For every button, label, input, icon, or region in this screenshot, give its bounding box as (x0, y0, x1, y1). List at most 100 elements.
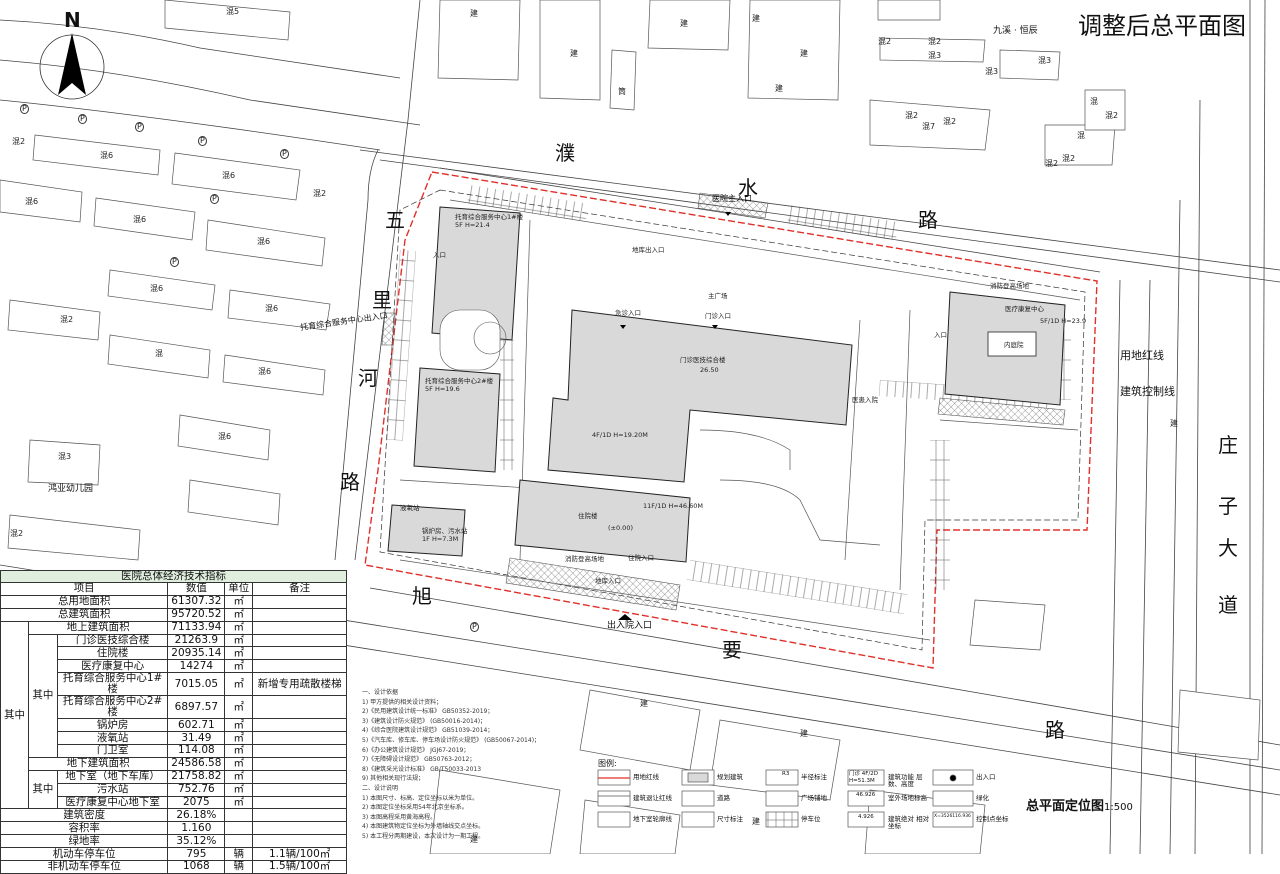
cell-unit: ㎡ (224, 756, 254, 771)
cell-value: 7015.05 (167, 672, 226, 697)
cell-item: 医疗康复中心地下室 (56, 795, 169, 810)
cell-note (252, 782, 347, 797)
building-info: 11F/1D H=46.60M (643, 502, 703, 510)
cell-item: 门诊医技综合楼 (56, 633, 169, 648)
road-edge (0, 19, 401, 79)
site-plan-drawing (0, 0, 1280, 854)
neighbor-label: 混2 (928, 37, 942, 46)
cell-unit: ㎡ (224, 769, 254, 784)
header-note: 备注 (252, 582, 347, 596)
road-name-char: 五 (385, 208, 405, 232)
legend-sample: 46.926 (856, 792, 876, 798)
outpatient-entrance-label: 门诊入口 (705, 312, 731, 320)
neighbor-label: 混3 (1038, 56, 1052, 65)
cell-item: 地上建筑面积 (27, 620, 169, 635)
parking-icon: P (170, 257, 179, 267)
cell-note (252, 756, 347, 771)
road-name-char: 路 (340, 470, 360, 494)
neighbor-label: 建 (752, 817, 760, 826)
road-edge (1169, 199, 1181, 854)
design-note-line: 7)《无障碍设计规范》 GB50763-2012； (362, 756, 476, 764)
cell-value: 71133.94 (167, 620, 226, 635)
entrance-arrow-icon (618, 614, 632, 620)
legend-item-label: 规划建筑 (717, 773, 743, 781)
fire-lane-label: 消防登高场地 (990, 282, 1029, 290)
road-name-char: 庄 (1218, 433, 1238, 457)
legend-item-label: 出入口 (976, 773, 996, 781)
table-header-row: 项目 数值 单位 备注 (0, 582, 347, 596)
cell-item: 锅炉房 (56, 718, 169, 733)
building-childcare-2 (413, 367, 501, 473)
neighbor-label: 混2 (1105, 111, 1119, 120)
neighbor-label: 混3 (58, 452, 72, 461)
cell-item: 容积率 (0, 821, 169, 836)
neighbor-label: 混2 (313, 189, 327, 198)
road-name-char: 道 (1218, 593, 1238, 617)
neighbor-label: 混2 (10, 529, 24, 538)
group-label-outer: 其中 (0, 620, 29, 810)
table-caption: 医院总体经济技术指标 (0, 570, 347, 583)
legend-title: 图例: (598, 759, 617, 768)
cell-value: 31.49 (167, 731, 226, 746)
group-label-inner: 其中 (27, 633, 58, 758)
cell-item: 污水站 (56, 782, 169, 797)
building-label: 托育综合服务中心1#楼 (455, 213, 524, 221)
legend-item-label: 停车位 (801, 815, 821, 823)
road-edge (1261, 0, 1266, 854)
neighbor-label: 建 (800, 729, 808, 738)
neighbor-label: 混 (1090, 97, 1098, 106)
neighbor-label: 建 (1170, 419, 1178, 428)
neighbor-label: 混6 (257, 237, 271, 246)
legend-item-label: 绿化 (976, 794, 989, 802)
cell-unit (224, 834, 254, 849)
entrance-arrow-icon (620, 325, 626, 329)
cell-note: 新增专用疏散楼梯 (252, 672, 347, 697)
hospital-exit-label: 出入院入口 (607, 621, 653, 631)
neighbor-label: 混6 (265, 304, 279, 313)
neighbor-label: 混2 (1062, 154, 1076, 163)
neighbor-label: 混2 (1045, 159, 1059, 168)
cell-value: 21758.82 (167, 769, 226, 784)
design-note-line: 二、设计说明 (362, 784, 399, 792)
cell-item: 非机动车停车位 (0, 860, 169, 874)
cell-value: 752.76 (167, 782, 226, 797)
cell-item: 机动车停车位 (0, 847, 169, 862)
building-boiler (387, 504, 466, 557)
design-note-line: 2)《民用建筑设计统一标准》 GB50352-2019； (362, 708, 494, 716)
cell-note (252, 795, 347, 810)
cell-value: 61307.32 (167, 594, 226, 609)
road-name-char: 路 (918, 208, 938, 232)
garage-entrance-label: 地库出入口 (632, 246, 665, 254)
building-inpatient (514, 479, 691, 563)
building-label: 托育综合服务中心2#楼 (425, 377, 494, 385)
cell-unit (224, 808, 254, 823)
entrance-arrow-icon (725, 212, 731, 216)
parking-icon: P (20, 104, 29, 114)
cell-note (252, 744, 347, 758)
entrance-label: 入口 (433, 251, 446, 259)
cell-unit: ㎡ (224, 594, 254, 609)
design-note-line: 一、设计依据 (362, 689, 399, 696)
cell-unit: ㎡ (224, 795, 254, 810)
neighbor-label: 混3 (985, 67, 999, 76)
cell-item: 地下建筑面积 (27, 756, 169, 771)
building-info: 5F H=19.6 (425, 385, 460, 393)
cell-item: 托育综合服务中心1#楼 (56, 672, 169, 697)
cell-value: 602.71 (167, 718, 226, 733)
neighbor-label: 建 (470, 835, 478, 844)
legend-item-label: 地下室轮廓线 (633, 815, 672, 823)
design-note-line: 9) 其他相关现行法规； (362, 775, 425, 783)
road-name-char: 濮 (555, 141, 575, 165)
neighbor-label: 建 (570, 49, 578, 58)
cell-item: 医疗康复中心 (56, 659, 169, 674)
cell-unit: ㎡ (224, 731, 254, 746)
cell-unit (224, 821, 254, 836)
